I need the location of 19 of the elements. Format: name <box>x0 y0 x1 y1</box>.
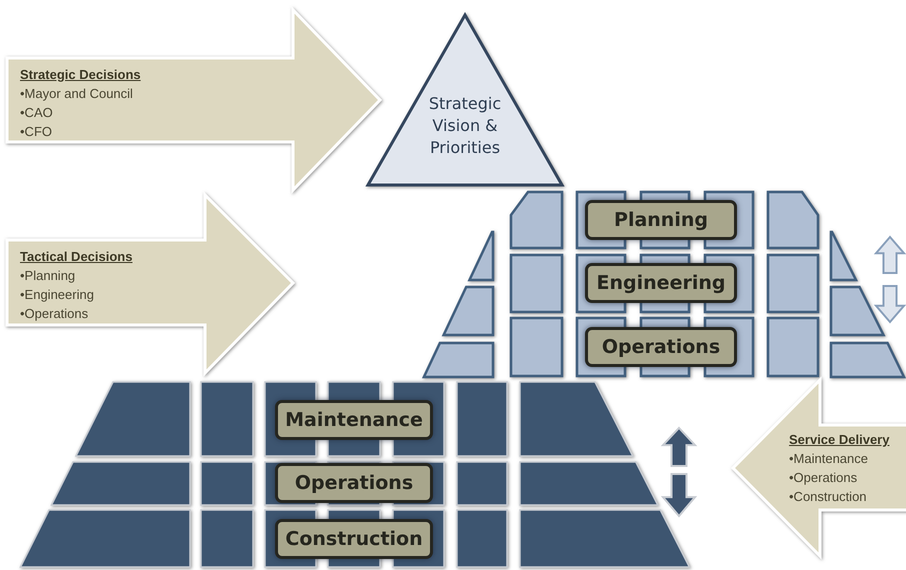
heading: Service Delivery <box>789 431 890 449</box>
tier-label: Maintenance <box>275 400 433 440</box>
list-item: •Mayor and Council <box>20 85 133 103</box>
list-item: •Engineering <box>20 286 94 304</box>
list-item: •CFO <box>20 123 52 141</box>
vision-text: Strategic Vision & Priorities <box>428 93 502 159</box>
heading: Tactical Decisions <box>20 248 132 266</box>
list-item: •Construction <box>789 488 867 506</box>
tier-label: Operations <box>585 327 737 367</box>
tier-label: Planning <box>585 200 737 240</box>
list-item: •Operations <box>20 305 88 323</box>
list-item: •Maintenance <box>789 450 868 468</box>
tier-label: Operations <box>275 463 433 503</box>
heading: Strategic Decisions <box>20 66 141 84</box>
list-item: •CAO <box>20 104 53 122</box>
tier-label: Construction <box>275 519 433 559</box>
list-item: •Planning <box>20 267 76 285</box>
tier-label: Engineering <box>585 263 737 303</box>
list-item: •Operations <box>789 469 858 487</box>
